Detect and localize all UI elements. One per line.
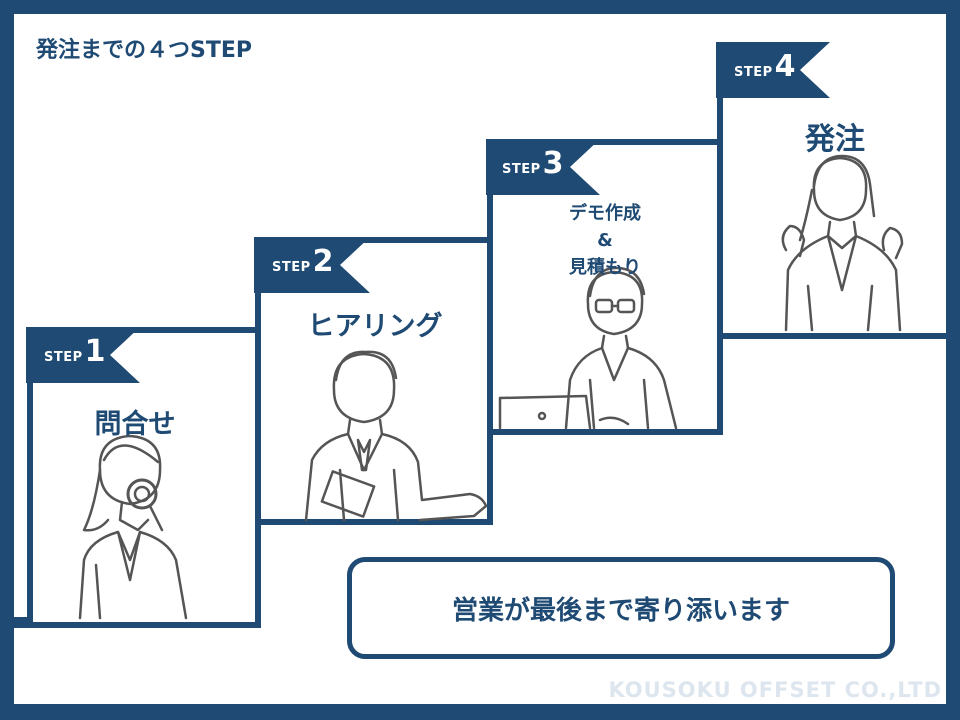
step-label-3-line1: デモ作成: [569, 203, 641, 224]
step-badge-4: STEP4: [734, 49, 796, 84]
step-prefix: STEP: [272, 260, 311, 275]
woman-magnifier-illustration: [78, 434, 188, 620]
step-number: 1: [84, 334, 106, 369]
step-prefix: STEP: [502, 162, 541, 177]
step-outline-1: [14, 327, 950, 623]
man-gesturing-illustration: [304, 350, 488, 522]
woman-cheering-illustration: [781, 154, 904, 332]
step-label-3-line2: &: [597, 230, 613, 251]
step-number: 4: [774, 49, 796, 84]
step-label-1: 問合せ: [94, 409, 176, 440]
step-badge-2: STEP2: [272, 244, 334, 279]
step-badge-3: STEP3: [502, 146, 564, 181]
step-label-3: デモ作成 & 見積もり: [530, 200, 680, 281]
step-flag-2: [254, 237, 370, 293]
man-laptop-illustration: [498, 266, 678, 430]
step-number: 2: [312, 244, 334, 279]
support-banner: 営業が最後まで寄り添います: [347, 557, 895, 659]
step-badge-1: STEP1: [44, 334, 106, 369]
step-label-4: 発注: [805, 122, 865, 157]
step-outline-1-right: [14, 522, 261, 628]
step-prefix: STEP: [44, 350, 83, 365]
page-title: 発注までの４つSTEP: [36, 38, 253, 63]
step-label-3-line3: 見積もり: [569, 257, 641, 278]
company-watermark: KOUSOKU OFFSET CO.,LTD: [608, 678, 942, 702]
step-flag-1: [26, 327, 140, 383]
step-label-2: ヒアリング: [307, 311, 443, 342]
step-flag-4: [716, 42, 830, 98]
step-number: 3: [542, 146, 564, 181]
step-flag-3: [486, 139, 600, 195]
step-prefix: STEP: [734, 65, 773, 80]
